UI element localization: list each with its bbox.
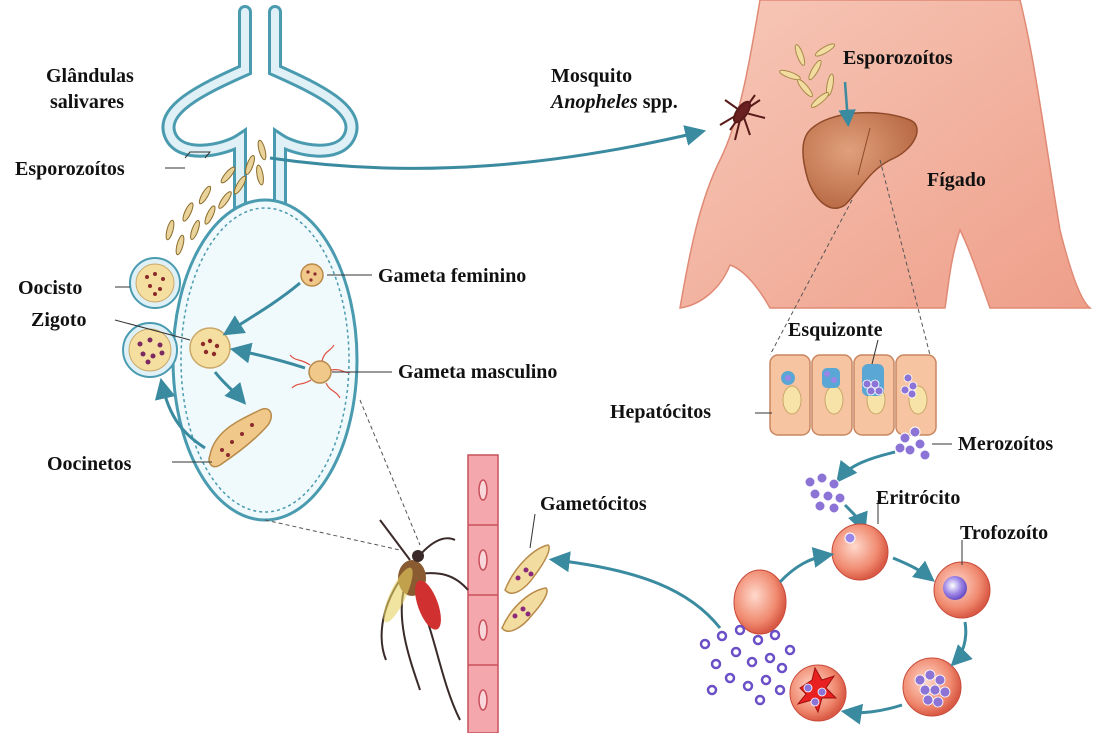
label-trofozoito: Trofozoíto [960,521,1048,545]
label-gameta-feminino: Gameta feminino [378,264,526,288]
gametocytes [502,545,549,631]
label-glandulas-1: Glândulas [46,64,134,88]
label-hepatocitos: Hepatócitos [610,400,711,424]
label-spp: spp. [638,91,678,113]
hepatocytes [770,355,936,435]
label-oocinetos: Oocinetos [47,452,131,476]
label-oocisto: Oocisto [18,276,82,300]
mosquito-large [378,520,468,720]
blood-vessel [468,455,498,733]
oocyst-lower [123,323,177,377]
erythrocyte-infected [832,524,888,580]
zygote [190,328,230,368]
rupturing-cell [790,665,846,721]
erythrocyte-free [734,570,786,634]
label-esquizonte: Esquizonte [788,318,882,342]
merozoites-scattered [701,626,794,704]
label-esporozoitos-left: Esporozoítos [15,157,125,181]
label-figado: Fígado [927,168,986,192]
label-gameta-masculino: Gameta masculino [398,360,557,384]
female-gamete [301,264,323,286]
label-mosquito-species: Anopheles spp. [551,90,678,114]
label-gametocitos: Gametócitos [540,492,647,516]
label-mosquito: Mosquito [551,64,632,88]
trophozoite-cell [934,562,990,618]
label-glandulas-2: salivares [50,90,124,114]
oocyst-upper [130,258,180,308]
label-merozoitos: Merozoítos [958,432,1053,456]
salivary-glands [168,12,351,230]
label-eritrocito: Eritrócito [876,486,960,510]
merozoites-cluster [805,473,845,513]
schizont-cell [903,658,961,716]
label-esporozoitos-right: Esporozoítos [843,46,953,70]
label-zigoto: Zigoto [31,308,87,332]
label-anopheles: Anopheles [551,91,638,113]
